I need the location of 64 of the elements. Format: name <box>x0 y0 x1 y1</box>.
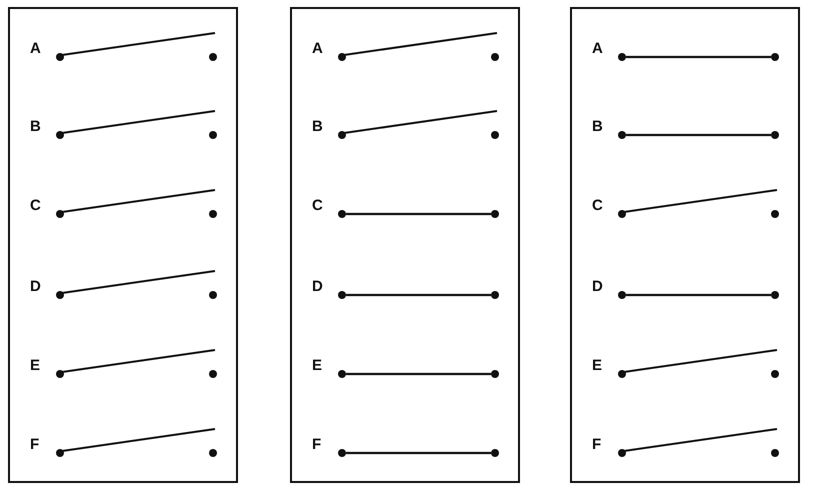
switch-label: E <box>592 358 602 373</box>
switch-panel <box>8 7 238 483</box>
closed-switch-blade <box>346 294 491 296</box>
switch-contact <box>209 210 217 218</box>
switch-contact <box>338 449 346 457</box>
switch-contact <box>56 53 64 61</box>
switch-contact <box>338 131 346 139</box>
switch-label: D <box>592 279 603 294</box>
switch-label: E <box>312 358 322 373</box>
switch-contact <box>771 449 779 457</box>
switch-panel <box>570 7 800 483</box>
switch-label: E <box>30 358 40 373</box>
switch-contact <box>56 210 64 218</box>
switch-contact <box>491 131 499 139</box>
switch-contact <box>771 291 779 299</box>
switch-label: A <box>30 41 41 56</box>
switch-label: C <box>30 198 41 213</box>
switch-label: C <box>592 198 603 213</box>
switch-contact <box>618 449 626 457</box>
switch-contact <box>56 131 64 139</box>
switch-contact <box>56 291 64 299</box>
switch-label: B <box>30 119 41 134</box>
closed-switch-blade <box>346 452 491 454</box>
switch-contact <box>209 449 217 457</box>
switch-label: A <box>312 41 323 56</box>
switch-label: D <box>312 279 323 294</box>
switch-contact <box>209 291 217 299</box>
switch-label: F <box>30 437 40 452</box>
switch-contact <box>771 53 779 61</box>
switch-contact <box>618 53 626 61</box>
switch-contact <box>618 370 626 378</box>
switch-contact <box>771 131 779 139</box>
switch-contact <box>618 291 626 299</box>
closed-switch-blade <box>346 212 491 216</box>
switch-label: F <box>312 437 322 452</box>
switch-label: C <box>312 198 323 213</box>
switch-contact <box>56 449 64 457</box>
switch-contact <box>338 53 346 61</box>
switch-contact <box>209 53 217 61</box>
switch-contact <box>618 210 626 218</box>
switch-contact <box>491 449 499 457</box>
switch-contact <box>209 370 217 378</box>
switch-label: F <box>592 437 602 452</box>
switch-contact <box>56 370 64 378</box>
switch-contact <box>338 370 346 378</box>
switch-contact <box>491 370 499 378</box>
switch-contact <box>209 131 217 139</box>
switch-contact <box>491 210 499 218</box>
closed-switch-blade <box>626 134 771 136</box>
switch-panel <box>290 7 520 483</box>
closed-switch-blade <box>346 372 491 376</box>
switch-contact <box>338 291 346 299</box>
closed-switch-blade <box>626 294 771 296</box>
switch-contact <box>771 370 779 378</box>
switch-contact <box>771 210 779 218</box>
switch-contact <box>338 210 346 218</box>
switch-contact <box>618 131 626 139</box>
switch-label: B <box>592 119 603 134</box>
switch-label: B <box>312 119 323 134</box>
switch-label: D <box>30 279 41 294</box>
closed-switch-blade <box>626 56 771 58</box>
switch-contact <box>491 291 499 299</box>
switch-label: A <box>592 41 603 56</box>
switch-contact <box>491 53 499 61</box>
